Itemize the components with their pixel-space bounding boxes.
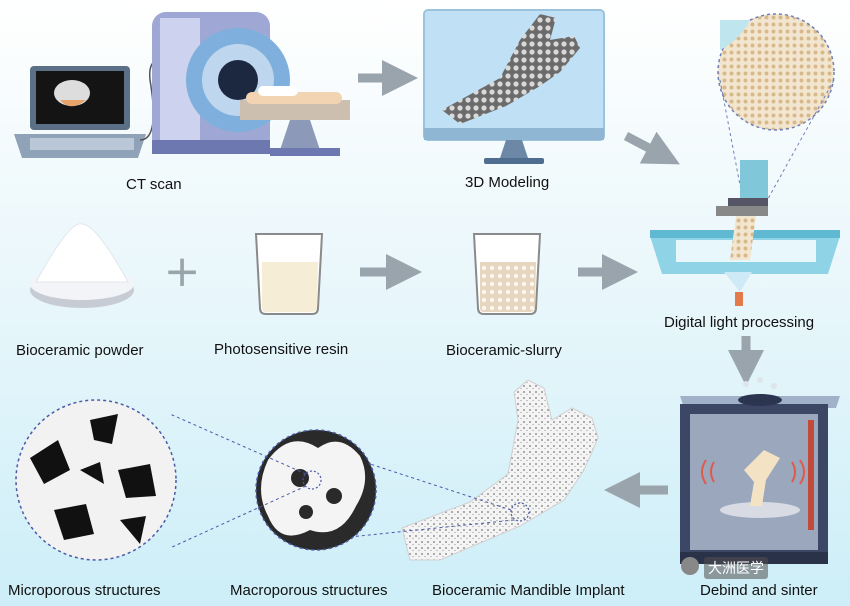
- slurry-beaker-icon: [472, 233, 542, 315]
- arrow-modeling-to-dlp: [623, 131, 680, 165]
- furnace-icon: [680, 377, 840, 564]
- mandible-model-mesh: [442, 14, 580, 124]
- label-debind-sinter: Debind and sinter: [700, 582, 818, 599]
- implant-zoom-marker: [510, 502, 530, 522]
- ct-scanner-icon: [152, 12, 350, 156]
- label-ct-scan: CT scan: [126, 176, 182, 193]
- monitor-icon: [423, 9, 605, 164]
- label-digital-light-processing: Digital light processing: [664, 314, 815, 331]
- label-microporous: Microporous structures: [8, 582, 161, 599]
- label-mandible-implant: Bioceramic Mandible Implant: [432, 582, 625, 599]
- label-3d-modeling: 3D Modeling: [465, 174, 550, 191]
- mandible-implant-shape: [401, 379, 599, 561]
- laptop-icon: [14, 66, 146, 158]
- label-macroporous: Macroporous structures: [230, 582, 388, 599]
- resin-beaker-icon: [254, 233, 324, 315]
- label-photosensitive-resin: Photosensitive resin: [214, 341, 349, 358]
- microporous-circle: [15, 399, 177, 561]
- bioceramic-powder-icon: [30, 223, 134, 308]
- label-bioceramic-powder: Bioceramic powder: [16, 342, 144, 359]
- dlp-printer-icon: [650, 13, 840, 306]
- watermark-logo: [681, 557, 699, 575]
- macroporous-circle: [255, 429, 377, 551]
- watermark-text: 大洲医学: [704, 557, 768, 579]
- label-bioceramic-slurry: Bioceramic-slurry: [446, 342, 562, 359]
- plus-sign: +: [164, 246, 201, 297]
